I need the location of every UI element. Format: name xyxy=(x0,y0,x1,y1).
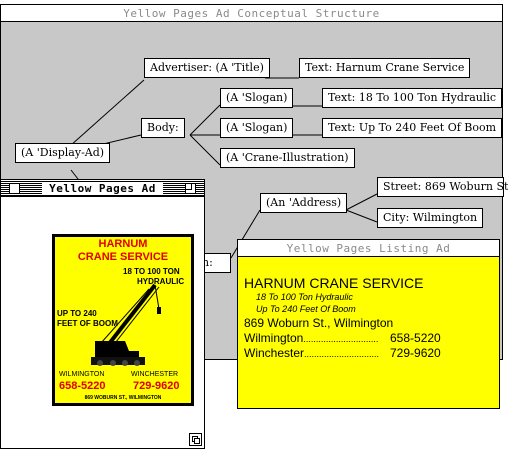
structure-window-title: Yellow Pages Ad Conceptual Structure xyxy=(123,6,380,20)
listing-address: 869 Woburn St., Wilmington xyxy=(244,316,394,330)
ad-name-line-2: CRANE SERVICE xyxy=(77,251,169,263)
ad-window-title: Yellow Pages Ad xyxy=(42,181,163,195)
ad-window-titlebar[interactable]: Yellow Pages Ad xyxy=(1,180,204,197)
node-body[interactable]: Body: xyxy=(141,118,185,138)
node-advertiser-text[interactable]: Text: Harnum Crane Service xyxy=(299,58,471,78)
listing-phone-row: Wilmington..............................… xyxy=(244,331,454,345)
node-slogan-2[interactable]: (A 'Slogan) xyxy=(220,118,294,138)
close-box-icon[interactable] xyxy=(9,183,20,194)
structure-window-titlebar[interactable]: Yellow Pages Ad Conceptual Structure xyxy=(1,5,502,22)
node-crane-illustration[interactable]: (A 'Crane-Illustration) xyxy=(220,148,355,168)
listing-window: Yellow Pages Listing Ad HARNUM CRANE SER… xyxy=(237,239,500,409)
listing-phone-row: Winchester..............................… xyxy=(244,346,454,360)
ad-phone-2: 729-9620 xyxy=(133,380,180,392)
ad-boom-line-2: FEET OF BOOM xyxy=(57,319,118,328)
ad-city-2: WINCHESTER xyxy=(131,371,179,378)
ad-boom-line-1: UP TO 240 xyxy=(57,309,97,318)
zoom-box-icon[interactable] xyxy=(185,183,196,194)
listing-company-name: HARNUM CRANE SERVICE xyxy=(244,275,424,291)
listing-phone-place: Winchester xyxy=(244,346,305,360)
node-slogan-2-text[interactable]: Text: Up To 240 Feet Of Boom xyxy=(322,118,503,138)
node-street[interactable]: Street: 869 Woburn St xyxy=(377,177,508,197)
tree-connectors xyxy=(60,77,378,259)
grow-box-icon[interactable] xyxy=(189,433,202,446)
display-ad-card: HARNUM CRANE SERVICE 18 TO 100 TON HYDRA… xyxy=(52,234,194,406)
listing-slogan-2: Up To 240 Feet Of Boom xyxy=(256,304,356,314)
node-slogan-1-text[interactable]: Text: 18 To 100 Ton Hydraulic xyxy=(322,88,503,108)
crane-illustration-icon xyxy=(91,283,161,366)
node-city[interactable]: City: Wilmington xyxy=(377,208,484,228)
listing-window-title: Yellow Pages Listing Ad xyxy=(286,241,451,255)
listing-window-titlebar[interactable]: Yellow Pages Listing Ad xyxy=(238,240,499,257)
listing-phone-number: 729-9620 xyxy=(390,346,441,360)
listing-phone-leader: .............................. xyxy=(304,349,380,359)
node-advertiser[interactable]: Advertiser: (A 'Title) xyxy=(144,58,270,78)
ad-window: Yellow Pages Ad HARNUM CRANE SERVICE 18 … xyxy=(0,179,205,449)
listing-phone-number: 658-5220 xyxy=(390,331,441,345)
node-address[interactable]: (An 'Address) xyxy=(260,193,348,213)
listing-slogan-1: 18 To 100 Ton Hydraulic xyxy=(256,292,353,302)
ad-tonnage-line-2: HYDRAULIC xyxy=(137,277,185,286)
ad-name-line-1: HARNUM xyxy=(98,238,148,250)
node-slogan-1[interactable]: (A 'Slogan) xyxy=(220,88,294,108)
node-display-ad[interactable]: (A 'Display-Ad) xyxy=(15,143,111,163)
ad-tonnage-line-1: 18 TO 100 TON xyxy=(123,267,180,276)
ad-phone-1: 658-5220 xyxy=(59,380,106,392)
ad-address: 869 WOBURN ST., WILMINGTON xyxy=(84,395,162,401)
node-partial-label[interactable]: n: xyxy=(197,253,231,273)
listing-phone-leader: .............................. xyxy=(303,334,379,344)
ad-city-1: WILMINGTON xyxy=(59,371,105,378)
listing-phone-place: Wilmington xyxy=(244,331,304,345)
